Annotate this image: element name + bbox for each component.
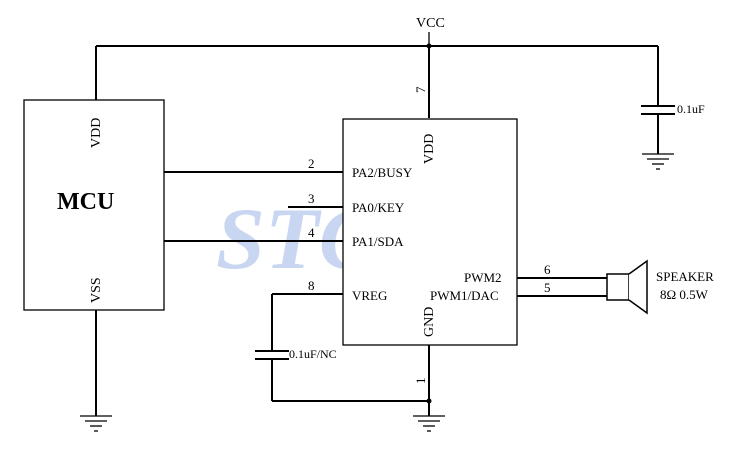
pin-5-number: 5 [544, 280, 551, 295]
pin-8-number: 8 [308, 278, 315, 293]
pin-2-number: 2 [308, 156, 315, 171]
pin-vreg-label: VREG [352, 288, 387, 303]
speaker-rating: 8Ω 0.5W [660, 287, 709, 302]
ground-symbol-mcu [80, 415, 112, 432]
pin-6-number: 6 [544, 262, 551, 277]
pin-pwm2-label: PWM2 [464, 270, 502, 285]
mcu-block [23, 99, 165, 311]
pin-pa1-sda-label: PA1/SDA [352, 234, 404, 249]
vreg-capacitor [255, 350, 289, 360]
chip-vdd-label: VDD [422, 134, 437, 164]
pin-pwm1-dac-label: PWM1/DAC [430, 288, 499, 303]
chip-gnd-label: GND [422, 307, 437, 337]
speaker-label: SPEAKER [656, 269, 714, 284]
pin-pa0-key-label: PA0/KEY [352, 200, 405, 215]
voice-chip-block [342, 118, 518, 346]
mcu-vss-label: VSS [89, 277, 104, 303]
ground-symbol-chip [413, 415, 445, 432]
pin-7-number: 7 [413, 86, 428, 93]
vcc-label: VCC [416, 16, 445, 31]
ground-symbol-cap [642, 153, 674, 170]
mcu-vdd-label: VDD [89, 118, 104, 148]
pin-1-number: 1 [413, 378, 428, 385]
pin-3-number: 3 [308, 191, 315, 206]
decoupling-cap-label: 0.1uF [677, 102, 705, 116]
mcu-title: MCU [57, 189, 114, 215]
gnd-junction [426, 398, 432, 404]
pin-pa2-busy-label: PA2/BUSY [352, 165, 413, 180]
speaker-symbol [606, 259, 648, 315]
decoupling-capacitor [641, 105, 675, 154]
pin-4-number: 4 [308, 225, 315, 240]
vreg-cap-label: 0.1uF/NC [289, 347, 337, 361]
